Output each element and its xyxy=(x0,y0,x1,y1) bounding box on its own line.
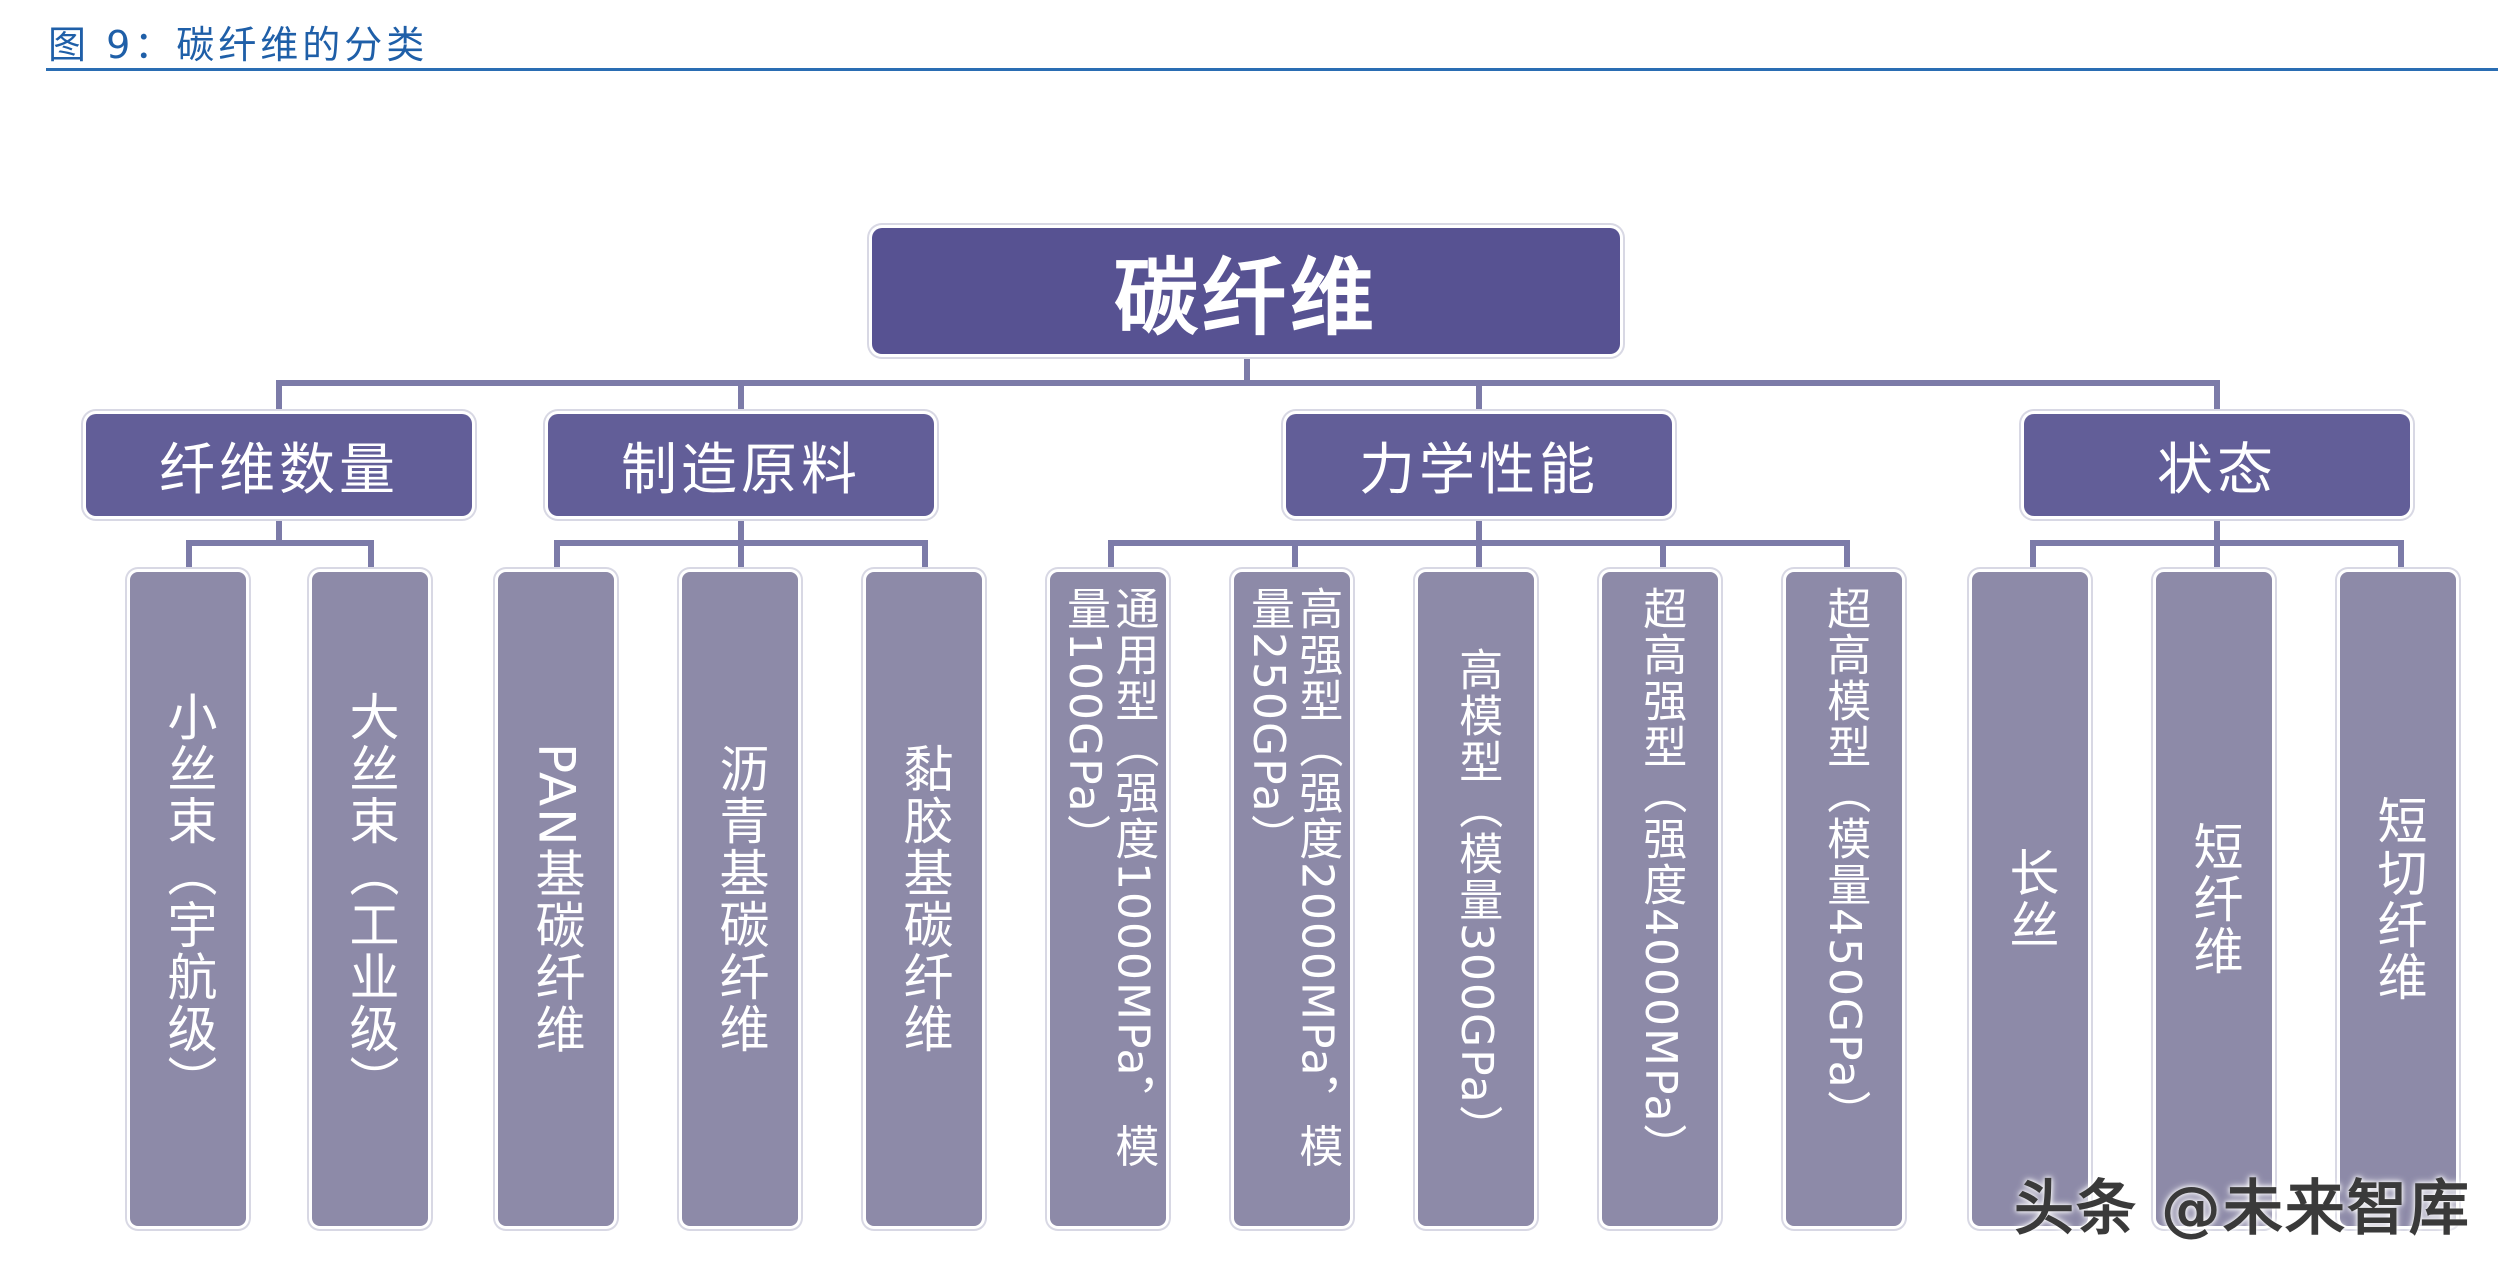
connector-bus-1 xyxy=(186,540,374,546)
leaf-label: 沥青基碳纤维 xyxy=(711,743,770,1055)
leaf-label: 短切纤维 xyxy=(2369,795,2428,1003)
leaf-ultra-high-modulus: 超高模型（模量450GPa） xyxy=(1786,572,1902,1226)
leaf-label: 短纤维 xyxy=(2185,821,2244,977)
category-mechanical-performance: 力学性能 xyxy=(1286,414,1672,516)
leaf-label: 超高强型（强度4000MPa） xyxy=(1635,586,1687,1170)
connector-cat-drop-3 xyxy=(1476,380,1482,414)
connector-leaf-drop xyxy=(186,540,192,572)
connector-leaf-drop xyxy=(1108,540,1114,572)
connector-stem-4 xyxy=(2214,516,2220,544)
category-label: 状态 xyxy=(2157,437,2277,503)
connector-root-stem xyxy=(1244,354,1250,384)
connector-leaf-drop xyxy=(1476,540,1482,572)
connector-cat-drop-4 xyxy=(2214,380,2220,414)
category-raw-material: 制造原料 xyxy=(548,414,934,516)
connector-leaf-drop xyxy=(2030,540,2036,572)
connector-stem-1 xyxy=(276,516,282,544)
leaf-label: 超高模型（模量450GPa） xyxy=(1819,586,1871,1136)
leaf-pitch-based: 沥青基碳纤维 xyxy=(682,572,798,1226)
connector-stem-3 xyxy=(1476,516,1482,544)
connector-leaf-drop xyxy=(554,540,560,572)
leaf-chopped-fiber: 短切纤维 xyxy=(2340,572,2456,1226)
leaf-label: 长丝 xyxy=(2001,847,2060,951)
category-state: 状态 xyxy=(2024,414,2410,516)
connector-cat-drop-2 xyxy=(738,380,744,414)
leaf-label: 大丝束（工业级） xyxy=(341,691,400,1107)
figure-title: 图 9：碳纤维的分类 xyxy=(48,23,429,67)
connector-leaf-drop xyxy=(738,540,744,572)
leaf-label: 小丝束（宇航级） xyxy=(159,691,218,1107)
root-node-label: 碳纤维 xyxy=(1113,248,1378,347)
leaf-high-strength: 高强型（强度2000MPa，模量250GPa） xyxy=(1234,572,1350,1226)
leaf-high-modulus: 高模型（模量300GPa） xyxy=(1418,572,1534,1226)
category-label: 纤维数量 xyxy=(159,437,399,503)
root-node: 碳纤维 xyxy=(872,228,1620,354)
leaf-ultra-high-strength: 超高强型（强度4000MPa） xyxy=(1602,572,1718,1226)
leaf-pan-based: PAN基碳纤维 xyxy=(498,572,614,1226)
leaf-label: 通用型（强度1000MPa，模量100GPa） xyxy=(1059,586,1159,1170)
leaf-filament: 长丝 xyxy=(1972,572,2088,1226)
watermark: 头条 @未来智库 xyxy=(2014,1174,2471,1244)
leaf-general-grade: 通用型（强度1000MPa，模量100GPa） xyxy=(1050,572,1166,1226)
title-divider xyxy=(46,68,2498,71)
connector-leaf-drop xyxy=(922,540,928,572)
connector-leaf-drop xyxy=(2398,540,2404,572)
category-fiber-count: 纤维数量 xyxy=(86,414,472,516)
leaf-label: 高模型（模量300GPa） xyxy=(1451,647,1503,1151)
leaf-label: 黏胶基碳纤维 xyxy=(895,743,954,1055)
connector-leaf-drop xyxy=(1660,540,1666,572)
category-label: 力学性能 xyxy=(1359,437,1599,503)
connector-cat-drop-1 xyxy=(276,380,282,414)
leaf-large-tow: 大丝束（工业级） xyxy=(312,572,428,1226)
connector-stem-2 xyxy=(738,516,744,544)
leaf-viscose-based: 黏胶基碳纤维 xyxy=(866,572,982,1226)
leaf-staple-fiber: 短纤维 xyxy=(2156,572,2272,1226)
connector-leaf-drop xyxy=(2214,540,2220,572)
leaf-small-tow: 小丝束（宇航级） xyxy=(130,572,246,1226)
connector-root-bus xyxy=(276,380,2216,386)
leaf-label: 高强型（强度2000MPa，模量250GPa） xyxy=(1243,586,1343,1170)
category-label: 制造原料 xyxy=(621,437,861,503)
connector-leaf-drop xyxy=(1844,540,1850,572)
connector-leaf-drop xyxy=(368,540,374,572)
connector-leaf-drop xyxy=(1292,540,1298,572)
leaf-label: PAN基碳纤维 xyxy=(527,742,586,1056)
